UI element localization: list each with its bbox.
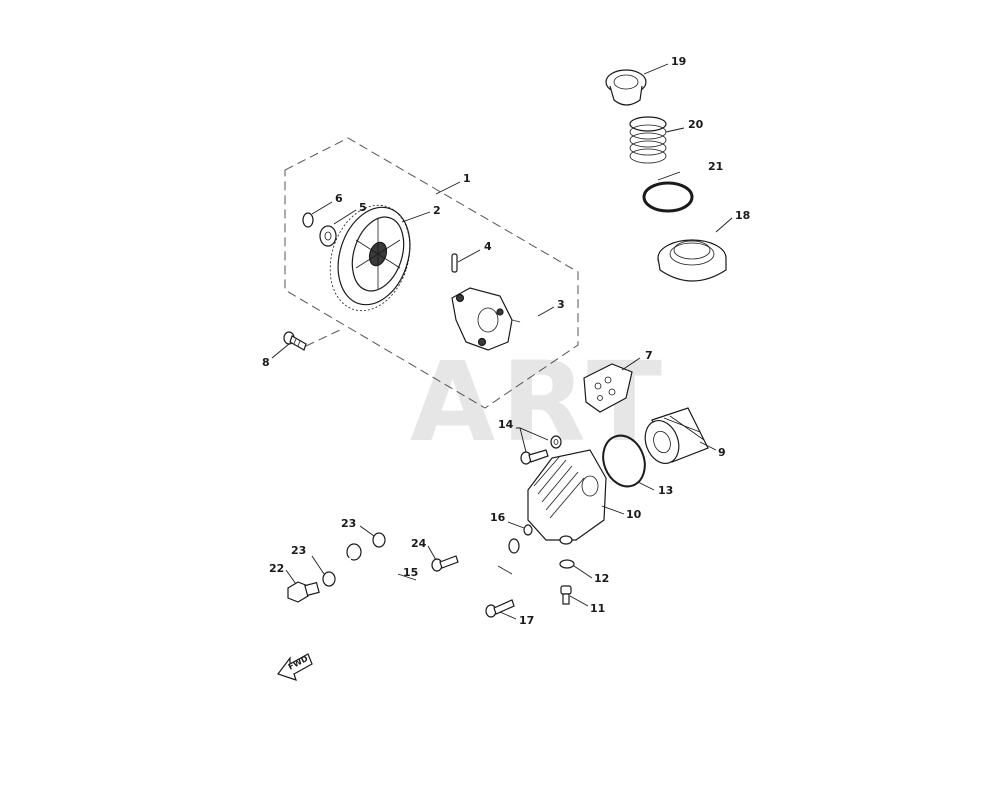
part-bolt-11	[560, 585, 572, 605]
label-16: 16	[490, 511, 506, 524]
forward-arrow: FWD	[277, 653, 313, 681]
label-14: 14	[498, 418, 514, 431]
label-10: 10	[626, 508, 642, 521]
part-washer-12	[559, 559, 575, 569]
part-gear	[329, 204, 411, 312]
part-bolt-14	[520, 435, 562, 465]
label-18: 18	[735, 209, 750, 222]
label-9: 9	[718, 446, 726, 459]
part-washer-23b	[322, 571, 336, 587]
part-screw-8	[283, 331, 307, 351]
part-housing-10	[527, 449, 607, 545]
part-cap-19	[605, 69, 647, 106]
label-19: 19	[671, 55, 686, 68]
part-oil-pipe-15	[346, 538, 520, 606]
label-13: 13	[658, 484, 673, 497]
label-17: 17	[519, 614, 534, 627]
leader-lines	[271, 63, 733, 620]
part-bolt-24	[431, 555, 459, 572]
part-pin-3	[519, 314, 541, 324]
label-23-upper: 23	[341, 517, 356, 530]
watermark: ART	[410, 338, 668, 466]
label-6: 6	[335, 192, 343, 205]
part-o-ring-21	[642, 181, 694, 213]
assembly-boundary	[284, 137, 579, 409]
part-spring-20	[629, 116, 667, 164]
part-clip-6	[302, 212, 314, 228]
label-5: 5	[359, 201, 367, 214]
label-20: 20	[688, 118, 704, 131]
label-23-lower: 23	[291, 544, 306, 557]
label-22: 22	[269, 562, 284, 575]
label-12: 12	[594, 572, 609, 585]
part-o-ring-16	[523, 524, 533, 536]
part-washer-5	[319, 225, 337, 247]
label-4: 4	[484, 240, 492, 253]
label-11: 11	[590, 602, 605, 615]
part-o-ring-13	[602, 434, 646, 488]
part-oil-pump-body	[451, 287, 513, 351]
part-banjo-bolt-22	[287, 581, 320, 603]
label-8: 8	[262, 356, 270, 369]
label-3: 3	[557, 298, 565, 311]
part-bolt-17	[485, 599, 515, 618]
part-washer-23a	[372, 532, 386, 548]
label-15: 15	[403, 566, 418, 579]
part-gasket-7	[583, 363, 633, 413]
part-labels: 1 2 3 4 5 6 7 8 9 10 11 12 13 14 15 16 1…	[262, 55, 750, 627]
label-1: 1	[463, 172, 471, 185]
label-21: 21	[708, 160, 723, 173]
part-pin-4	[451, 253, 458, 273]
label-7: 7	[645, 349, 653, 362]
label-24: 24	[411, 537, 427, 550]
part-bushing-18	[657, 239, 727, 282]
label-2: 2	[433, 204, 441, 217]
part-oil-filter-9	[644, 407, 709, 464]
